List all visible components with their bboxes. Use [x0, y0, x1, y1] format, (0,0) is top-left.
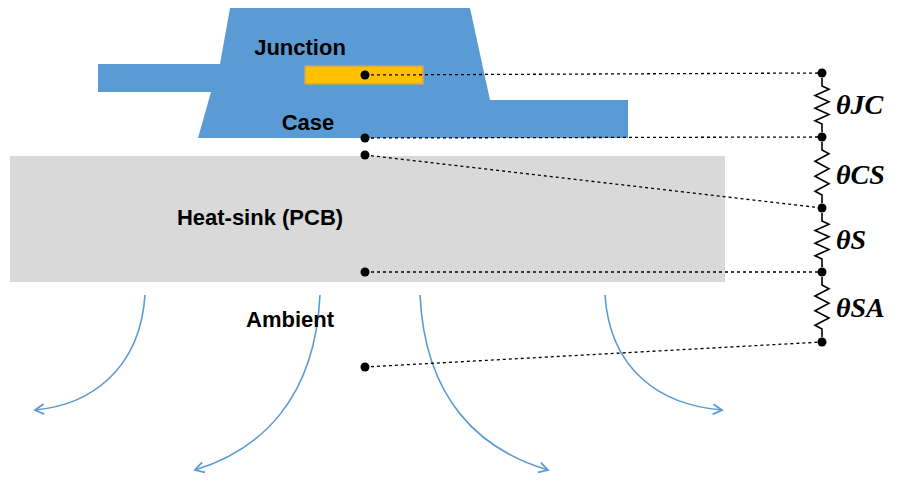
heat-sink-pcb: Heat-sink (PCB) [10, 156, 725, 282]
node-dot [818, 338, 827, 347]
node-label: Heat-sink (PCB) [177, 207, 343, 229]
pcb-shape [10, 156, 725, 282]
thermal-resistance-label: θCS [836, 161, 885, 189]
resistor-symbol [815, 213, 829, 267]
die [305, 66, 423, 84]
resistor-symbol [815, 277, 829, 337]
node-dot [818, 69, 827, 78]
node-dot [361, 268, 370, 277]
resistor-symbol [815, 142, 829, 203]
leader-line [365, 155, 822, 208]
leader-line [365, 73, 822, 75]
node-dot [361, 151, 370, 160]
node-dot [361, 363, 370, 372]
leader-line [365, 271, 822, 272]
node-label: Junction [254, 37, 346, 59]
device-package: JunctionCase [98, 8, 628, 138]
node-label: Case [282, 112, 335, 134]
heat-flow-arrow [35, 295, 145, 410]
node-dot [818, 204, 827, 213]
node-dot [361, 134, 370, 143]
heat-flow-arrow [420, 295, 548, 470]
node-dot [818, 133, 827, 142]
node-outline [10, 156, 725, 282]
thermal-resistance-label: θSA [836, 294, 885, 322]
node-dot [361, 71, 370, 80]
resistor-symbol [815, 78, 829, 132]
thermal-resistance-label: θS [836, 226, 866, 254]
region-label: Ambient [246, 309, 334, 331]
node-dot [818, 268, 827, 277]
node-outline [98, 8, 628, 138]
heat-flow-arrow [605, 295, 722, 410]
thermal-resistance-label: θJC [836, 91, 883, 119]
leader-line [365, 342, 822, 367]
leader-line [365, 137, 822, 138]
package-shape [98, 8, 628, 138]
